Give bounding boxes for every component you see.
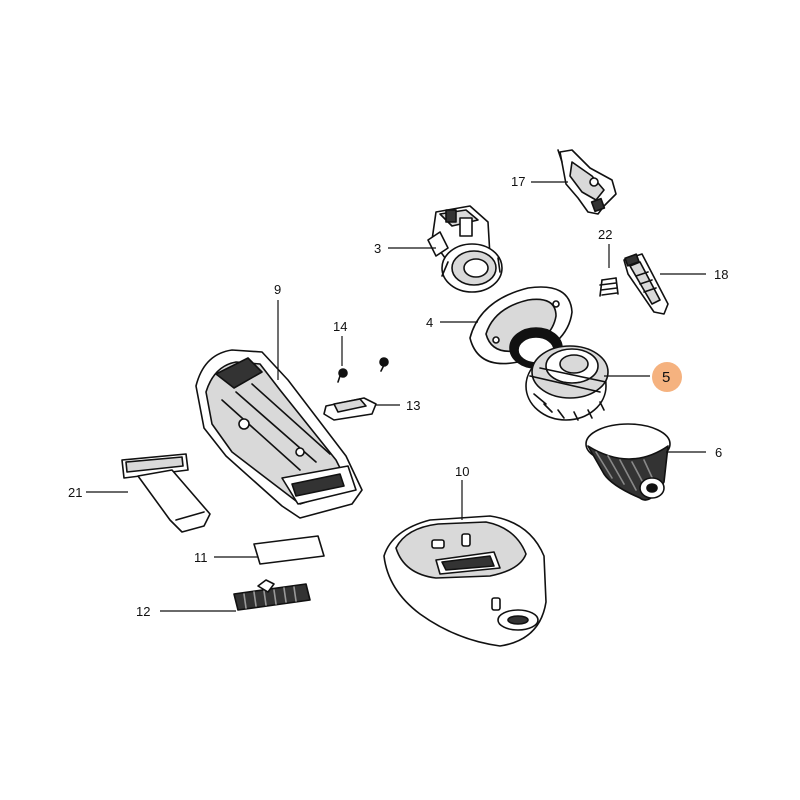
callout-9: 9: [274, 282, 281, 297]
part-14-screws[interactable]: [337, 357, 389, 383]
part-12-grille[interactable]: [233, 579, 311, 611]
callout-10: 10: [455, 464, 469, 479]
part-3-motor[interactable]: [427, 205, 503, 293]
callout-labels: 17 3 22 18 9 14 4 5 6 13 10 21 11 12: [68, 174, 728, 619]
part-5-pre-filter[interactable]: [525, 345, 609, 421]
callout-11: 11: [194, 550, 208, 565]
part-13-switch-button[interactable]: [323, 397, 377, 421]
part-21-crevice-nozzle[interactable]: [121, 453, 211, 533]
part-22-spring[interactable]: [599, 277, 619, 297]
part-4-motor-housing[interactable]: [469, 286, 573, 369]
callout-17: 17: [511, 174, 525, 189]
part-6-cone-filter[interactable]: [585, 423, 671, 501]
part-11-filter-pad[interactable]: [253, 535, 325, 565]
callout-13: 13: [406, 398, 420, 413]
callout-21: 21: [68, 485, 82, 500]
callout-5-highlight[interactable]: 5: [652, 362, 682, 392]
part-9-upper-housing[interactable]: [195, 349, 363, 519]
callout-22: 22: [598, 227, 612, 242]
leader-lines: [86, 181, 706, 612]
callout-14: 14: [333, 319, 347, 334]
highlight-badge: [652, 362, 682, 392]
part-18-latch[interactable]: [623, 253, 669, 315]
callout-3: 3: [374, 241, 381, 256]
part-10-dust-bowl[interactable]: [383, 515, 547, 647]
callout-6: 6: [715, 445, 722, 460]
callout-4: 4: [426, 315, 433, 330]
part-17-switch-bracket[interactable]: [557, 149, 617, 215]
callout-18: 18: [714, 267, 728, 282]
callout-12: 12: [136, 604, 150, 619]
callout-5: 5: [662, 369, 670, 386]
